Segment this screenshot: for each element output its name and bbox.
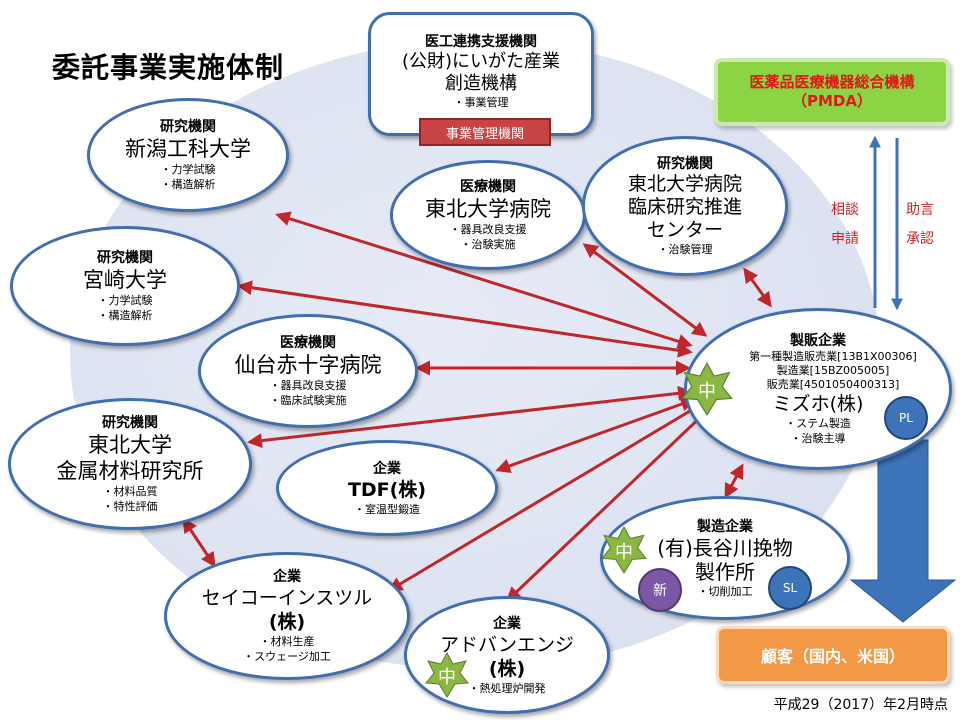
node-mizuho: 製販企業 第一種製造販売業[13B1X00306] 製造業[15BZ005005… (684, 308, 952, 470)
tdf-label: 企業 (373, 460, 401, 477)
mizuho-bullet1: ・ステム製造 (785, 417, 851, 430)
niigata-bullet1: ・力学試験 (160, 163, 216, 176)
advan-name1: アドバンエンジ (440, 633, 574, 656)
niigata-name: 新潟工科大学 (125, 137, 251, 161)
mizuho-reg1: 第一種製造販売業[13B1X00306] (749, 350, 917, 363)
miyazaki-bullet2: ・構造解析 (97, 309, 153, 322)
management-org-label: 医工連携支援機関 (425, 34, 537, 50)
imr-bullet2: ・特性評価 (102, 500, 158, 513)
arrow-crc-mizuho (743, 267, 772, 308)
apply-label: 申請 (831, 231, 859, 247)
mizuho-reg2: 製造業[15BZ005005] (776, 364, 890, 377)
sendai-bullet1: ・器具改良支援 (269, 379, 347, 392)
arrow-advan-mizuho (505, 407, 711, 603)
customer-box: 顧客（国内、米国） (716, 626, 950, 684)
mizuho-sme-star-icon: 中 (680, 361, 734, 416)
miyazaki-label: 研究機関 (97, 250, 153, 266)
management-org-bullet: ・事業管理 (453, 96, 509, 109)
node-tohoku-crc: 研究機関 東北大学病院 臨床研究推進 センター ・治験管理 (582, 136, 788, 276)
sendai-label: 医療機関 (280, 335, 336, 351)
imr-label: 研究機関 (102, 415, 158, 431)
sendai-bullet2: ・臨床試験実施 (269, 394, 347, 407)
hasegawa-sl-badge: SL (768, 566, 812, 610)
seiko-name2: (株) (268, 611, 306, 633)
niigata-label: 研究機関 (160, 119, 216, 135)
tohoku-hosp-bullet2: ・治験実施 (460, 238, 516, 251)
sendai-name: 仙台赤十字病院 (234, 353, 382, 377)
crc-name3: センター (646, 219, 723, 241)
crc-name2: 臨床研究推進 (627, 196, 742, 218)
consult-label: 相談 (831, 202, 859, 218)
pmda-line2: （PMDA） (792, 92, 872, 110)
node-niigata-tech: 研究機関 新潟工科大学 ・力学試験 ・構造解析 (87, 98, 289, 212)
mizuho-reg3: 販売業[4501050400313] (766, 378, 900, 391)
advan-bullet1: ・熱処理炉開発 (468, 681, 546, 695)
node-sendai-redcross: 医療機関 仙台赤十字病院 ・器具改良支援 ・臨床試験実施 (198, 314, 418, 428)
hasegawa-sme-star-text: 中 (615, 542, 633, 563)
arrow-tohokuhosp-mizuho (582, 243, 708, 337)
node-miyazaki: 研究機関 宮崎大学 ・力学試験 ・構造解析 (10, 226, 240, 346)
tohoku-hosp-label: 医療機関 (460, 179, 516, 195)
niigata-bullet2: ・構造解析 (160, 178, 216, 191)
node-tohoku-imr: 研究機関 東北大学 金属材料研究所 ・材料品質 ・特性評価 (8, 398, 252, 530)
mizuho-pl-badge: PL (884, 396, 928, 440)
mizuho-bullet2: ・治験主導 (790, 432, 846, 445)
crc-bullet1: ・治験管理 (657, 243, 713, 256)
arrow-miyazaki-mizuho (237, 280, 693, 358)
imr-name2: 金属材料研究所 (56, 459, 204, 483)
seiko-label: 企業 (273, 569, 301, 585)
tdf-bullet1: ・室温型鍛造 (354, 502, 420, 516)
imr-bullet1: ・材料品質 (102, 485, 158, 498)
advan-sme-star-icon: 中 (424, 651, 470, 698)
crc-name1: 東北大学病院 (627, 173, 742, 195)
pmda-box: 医薬品医療機器総合機構 （PMDA） (714, 58, 950, 126)
node-seiko: 企業 セイコーインスツル (株) ・材料生産 ・スウェージ加工 (164, 552, 410, 680)
footnote-date: 平成29（2017）年2月時点 (773, 697, 948, 713)
page-title: 委託事業実施体制 (52, 51, 285, 84)
management-org-name1: (公財)にいがた産業 (401, 51, 561, 72)
arrow-imr-seiko (182, 517, 216, 568)
tdf-name: TDF(株) (347, 478, 427, 501)
hasegawa-bullet1: ・切削加工 (697, 584, 753, 598)
seiko-name1: セイコーインスツル (201, 587, 373, 609)
hasegawa-new-badge: 新 (638, 568, 682, 612)
miyazaki-name: 宮崎大学 (83, 268, 167, 292)
approval-label: 承認 (906, 231, 934, 247)
advan-name2: (株) (488, 657, 526, 680)
management-tag: 事業管理機関 (419, 118, 551, 146)
big-arrow-to-customer (849, 439, 957, 623)
management-org-name2: 創造機構 (445, 73, 517, 94)
node-advan-engi: 企業 アドバンエンジ (株) ・熱処理炉開発 (404, 596, 610, 714)
hasegawa-sme-star-icon: 中 (600, 525, 648, 574)
arrow-mizuho-hasegawa (724, 463, 744, 499)
seiko-bullet1: ・材料生産 (259, 635, 315, 648)
advan-label: 企業 (493, 615, 521, 632)
mizuho-name: ミズホ(株) (772, 393, 864, 415)
node-tdf: 企業 TDF(株) ・室温型鍛造 (276, 440, 498, 536)
hasegawa-name2: 製作所 (695, 559, 755, 584)
crc-label: 研究機関 (657, 156, 713, 172)
miyazaki-bullet1: ・力学試験 (97, 294, 153, 307)
hasegawa-label: 製造企業 (697, 518, 753, 535)
hasegawa-name1: (有)長谷川挽物 (657, 535, 793, 560)
mizuho-sme-star-text: 中 (698, 381, 716, 402)
mizuho-label: 製販企業 (790, 333, 846, 349)
node-tohoku-hospital: 医療機関 東北大学病院 ・器具改良支援 ・治験実施 (390, 160, 586, 270)
management-org-box: 医工連携支援機関 (公財)にいがた産業 創造機構 ・事業管理 (368, 12, 594, 136)
tohoku-hosp-name: 東北大学病院 (425, 197, 551, 221)
pmda-line1: 医薬品医療機器総合機構 (749, 73, 915, 91)
tohoku-hosp-bullet1: ・器具改良支援 (449, 223, 527, 236)
advan-sme-star-text: 中 (438, 667, 456, 688)
advice-label: 助言 (906, 202, 934, 218)
seiko-bullet2: ・スウェージ加工 (243, 650, 331, 663)
imr-name1: 東北大学 (88, 433, 172, 457)
